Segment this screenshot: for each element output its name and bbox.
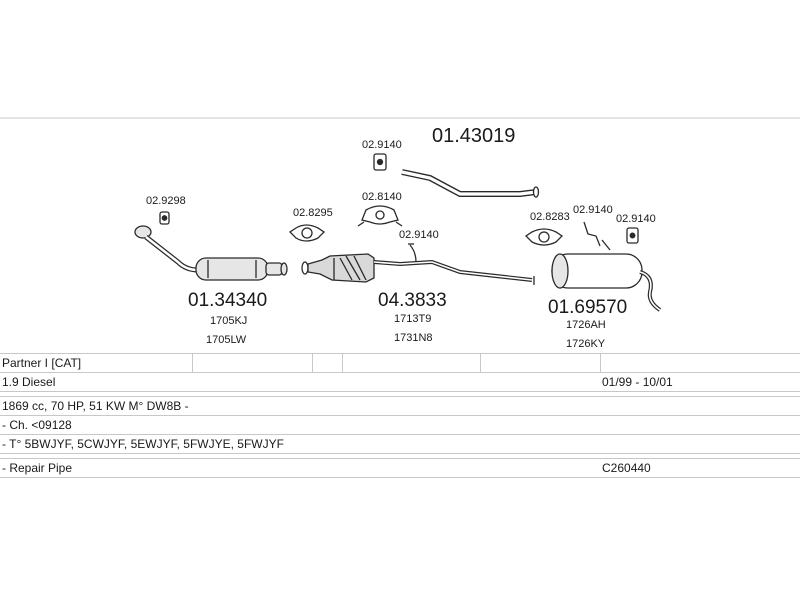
part-ref-rear-box-2: 1726KY: [566, 338, 606, 350]
rear-silencer-drawing: [551, 253, 662, 312]
fitting-rubber-2: [626, 227, 639, 244]
fitting-label-1: 02.9298: [146, 195, 186, 207]
repair-pipe-drawing: [401, 169, 540, 198]
fitting-clamp-2: [357, 205, 403, 227]
fitting-label-8: 02.9140: [616, 213, 656, 225]
assembly-number: 01.43019: [432, 125, 515, 147]
cell-engine: 1.9 Diesel: [0, 372, 600, 392]
table-row-chassis: - Ch. <09128: [0, 415, 800, 435]
cell-repair: - Repair Pipe: [0, 458, 600, 478]
cell-specs: 1869 cc, 70 HP, 51 KW M° DW8B -: [0, 396, 800, 416]
fitting-label-2: 02.8295: [293, 207, 333, 219]
fitting-rubber-1: [373, 153, 387, 171]
cell-chassis: - Ch. <09128: [0, 415, 800, 435]
fitting-label-6: 02.8283: [530, 211, 570, 223]
table-row-engine: 1.9 Diesel 01/99 - 10/01: [0, 372, 800, 392]
cell-model: Partner I [CAT]: [0, 353, 193, 373]
fitting-hanger-2: [583, 221, 611, 251]
catalyst-drawing: [301, 253, 535, 285]
part-number-front-pipe: 01.34340: [188, 290, 267, 311]
part-ref-catalyst-1: 1713T9: [394, 313, 431, 325]
cell-types: - T° 5BWJYF, 5CWJYF, 5EWJYF, 5FWJYE, 5FW…: [0, 434, 800, 454]
part-ref-front-pipe-2: 1705LW: [206, 334, 247, 346]
fitting-label-3: 02.9140: [362, 139, 402, 151]
cell-dates: 01/99 - 10/01: [600, 372, 800, 392]
part-number-catalyst: 04.3833: [378, 290, 447, 311]
cell-repair-code: C260440: [600, 458, 800, 478]
exhaust-diagram: 01.43019 02.9298 02.8295 02.9: [0, 117, 800, 350]
application-table: Partner I [CAT] 1.9 Diesel 01/99 - 10/01…: [0, 353, 800, 478]
fitting-gasket-2: [524, 228, 564, 246]
part-number-rear-box: 01.69570: [548, 297, 627, 318]
fitting-clamp-1: [159, 211, 170, 225]
table-row-types: - T° 5BWJYF, 5CWJYF, 5EWJYF, 5FWJYE, 5FW…: [0, 434, 800, 454]
fitting-gasket-1: [288, 224, 326, 242]
fitting-hanger-1: [408, 243, 417, 263]
part-ref-front-pipe-1: 1705KJ: [210, 315, 247, 327]
fitting-label-4: 02.8140: [362, 191, 402, 203]
table-row-model: Partner I [CAT]: [0, 353, 800, 373]
table-row-repair: - Repair Pipe C260440: [0, 458, 800, 478]
front-pipe-drawing: [134, 225, 288, 281]
fitting-label-7: 02.9140: [573, 204, 613, 216]
fitting-label-5: 02.9140: [399, 229, 439, 241]
part-ref-rear-box-1: 1726AH: [566, 319, 606, 331]
part-ref-catalyst-2: 1731N8: [394, 332, 433, 344]
table-row-specs: 1869 cc, 70 HP, 51 KW M° DW8B -: [0, 396, 800, 416]
